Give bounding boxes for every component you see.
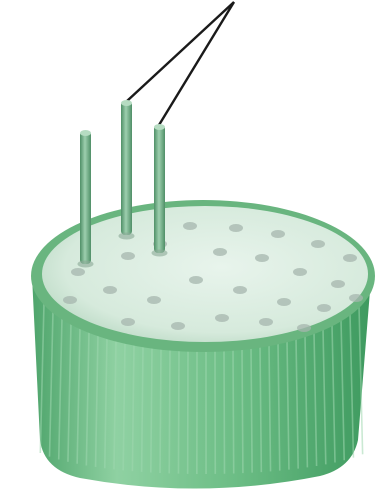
surface-spot <box>171 322 185 330</box>
surface-spot <box>183 222 197 230</box>
surface-spot <box>229 224 243 232</box>
bark-ridge <box>160 348 161 473</box>
bark-ridge <box>169 349 170 474</box>
surface-spot <box>103 286 117 294</box>
surface-spot <box>215 314 229 322</box>
bark-ridge <box>242 348 243 473</box>
surface-spot <box>277 298 291 306</box>
surface-spot <box>317 304 331 312</box>
surface-spot <box>213 248 227 256</box>
surface-spot <box>63 296 77 304</box>
surface-spot <box>297 324 311 332</box>
pointer-line-right <box>159 2 234 125</box>
surface-spot <box>259 318 273 326</box>
surface-spot <box>121 252 135 260</box>
bark-ridge <box>251 347 252 473</box>
surface-spot <box>349 294 363 302</box>
surface-spot <box>189 276 203 284</box>
surface-spot <box>311 240 325 248</box>
surface-spot <box>331 280 345 288</box>
pointer-lines <box>127 2 234 125</box>
surface-spot <box>255 254 269 262</box>
surface-spot <box>271 230 285 238</box>
surface-spot <box>147 296 161 304</box>
pointer-line-left <box>127 2 234 101</box>
surface-spot <box>343 254 357 262</box>
bark-ridge <box>178 349 179 473</box>
surface-spot <box>233 286 247 294</box>
surface-spot <box>71 268 85 276</box>
bark-ridge <box>233 349 234 474</box>
surface-spot <box>121 318 135 326</box>
surface-spot <box>293 268 307 276</box>
